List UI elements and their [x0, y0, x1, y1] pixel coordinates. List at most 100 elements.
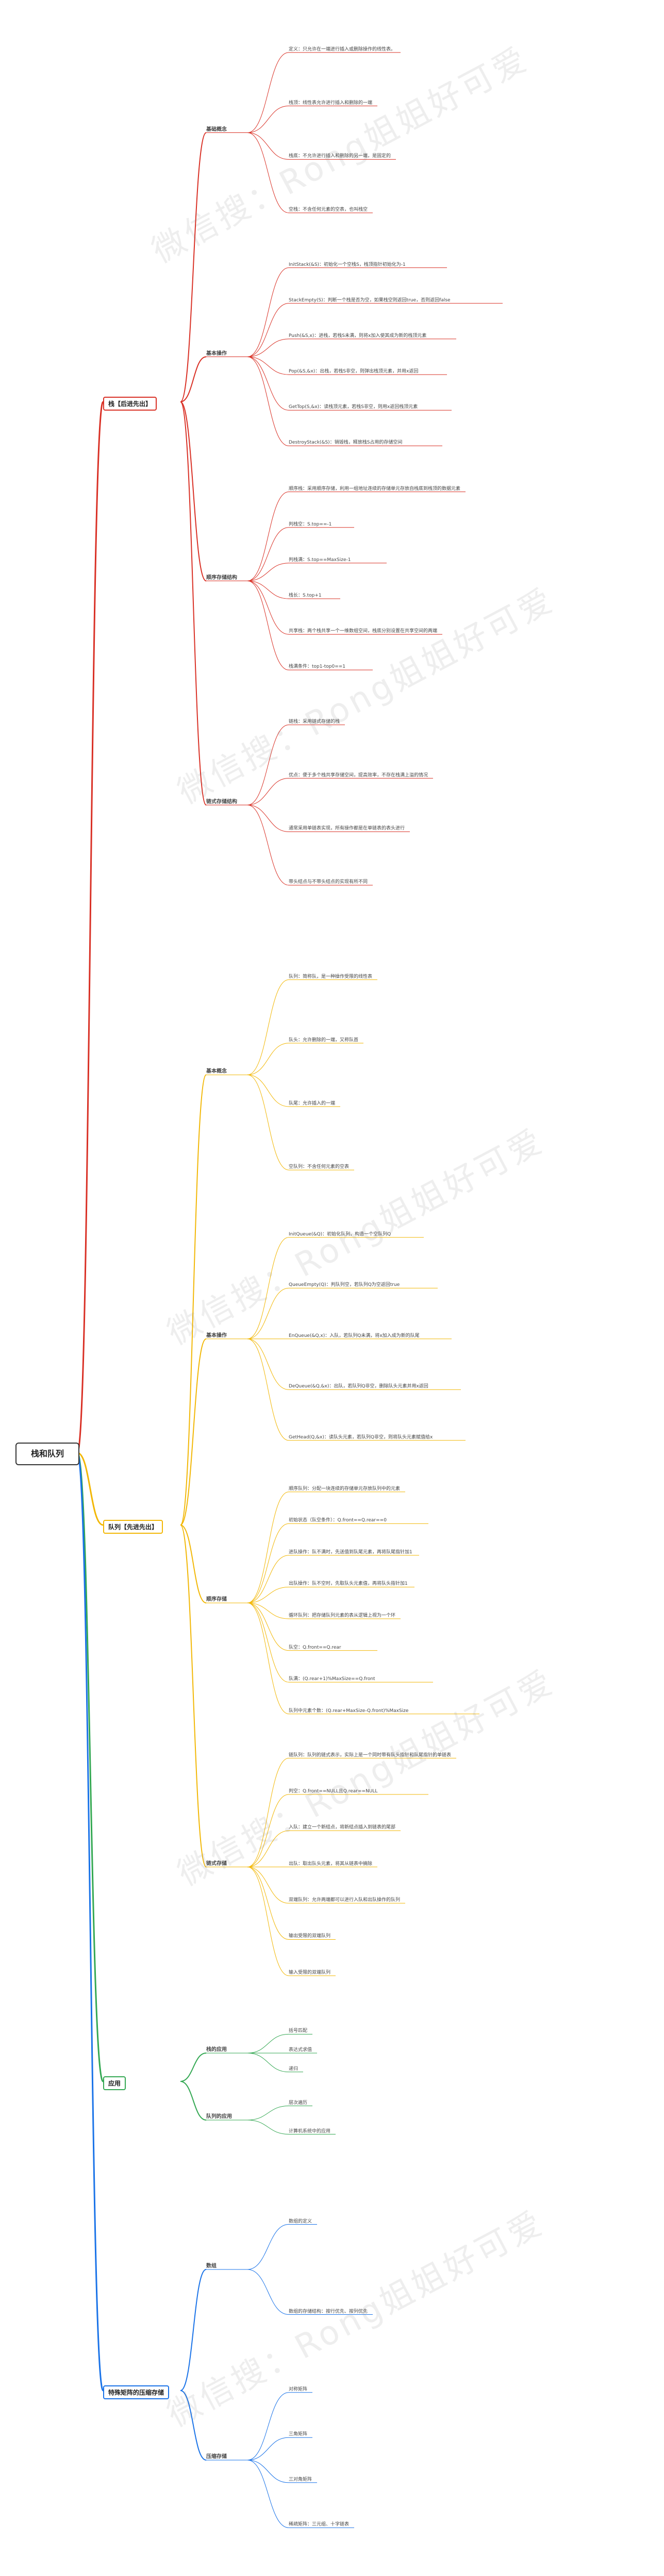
link-line: [247, 357, 289, 446]
link-line: [247, 1830, 289, 1868]
link-line: [247, 1867, 289, 1940]
link-line: [247, 2224, 289, 2270]
section-special-0: 数组: [206, 2263, 217, 2269]
link-line: [247, 581, 289, 670]
link-line: [76, 1452, 104, 2392]
link-line: [180, 1074, 207, 1526]
leaf-queue-2-1: 初始状态（队空条件）：Q.front==Q.rear==0: [289, 1518, 387, 1523]
leaf-stack-2-3: 栈长：S.top+1: [289, 593, 322, 599]
section-apply-1: 队列的应用: [206, 2114, 232, 2120]
leaf-queue-2-2: 进队操作：队不满时，先送值到队尾元素，再将队尾指针加1: [289, 1549, 412, 1555]
leaf-stack-2-4: 共享栈：两个栈共享一个一维数组空间，栈底分别设置在共享空间的两端: [289, 629, 438, 634]
leaf-queue-0-0: 队列：简称队，是一种操作受限的线性表: [289, 974, 373, 979]
link-line: [247, 1555, 289, 1603]
link-line: [247, 492, 289, 581]
leaf-stack-2-2: 判栈满：S.top==MaxSize-1: [289, 557, 351, 563]
leaf-queue-3-2: 入队：建立一个新结点，将新结点插入到链表的尾部: [289, 1825, 396, 1831]
branch-queue: 队列【先进先出】: [103, 1520, 163, 1534]
leaf-queue-0-1: 队头：允许删除的一端，又称队首: [289, 1037, 359, 1043]
link-line: [247, 106, 289, 133]
link-line: [247, 1492, 289, 1603]
leaf-queue-2-6: 队满：(Q.rear+1)%MaxSize==Q.front: [289, 1676, 375, 1682]
leaf-stack-1-4: GetTop(S,&x)：读栈顶元素，若栈S非空，则用x返回栈顶元素: [289, 404, 418, 410]
link-line: [247, 2033, 289, 2054]
link-line: [247, 2120, 289, 2134]
link-line: [247, 338, 289, 357]
section-apply-0: 栈的应用: [206, 2047, 227, 2053]
link-line: [247, 1074, 289, 1171]
section-stack-2: 顺序存储结构: [206, 574, 237, 581]
leaf-stack-0-0: 定义：只允许在一端进行插入或删除操作的线性表。: [289, 46, 396, 52]
link-line: [247, 805, 289, 832]
leaf-stack-2-5: 栈满条件：top1-top0==1: [289, 664, 346, 670]
link-line: [180, 401, 207, 582]
leaf-special-1-3: 稀疏矩阵：三元组、十字链表: [289, 2522, 350, 2528]
leaf-special-0-1: 数组的存储结构：按行优先、按列优先: [289, 2309, 368, 2314]
leaf-queue-3-3: 出队：取出队头元素，将其从链表中摘除: [289, 1861, 373, 1867]
leaf-queue-1-3: DeQueue(&Q,&x)：出队，若队列Q非空，删除队头元素并用x返回: [289, 1384, 428, 1389]
link-line: [247, 2106, 289, 2121]
leaf-queue-1-0: InitQueue(&Q)：初始化队列，构造一个空队列Q: [289, 1231, 391, 1237]
leaf-queue-2-7: 队列中元素个数：(Q.rear+MaxSize-Q.front)%MaxSize: [289, 1708, 409, 1714]
link-line: [77, 1452, 104, 1526]
link-line: [247, 1794, 289, 1868]
link-line: [247, 303, 289, 357]
link-line: [247, 2053, 289, 2073]
link-line: [247, 1602, 289, 1619]
leaf-queue-1-2: EnQueue(&Q,x)：入队，若队列Q未满，将x加入成为新的队尾: [289, 1333, 420, 1338]
section-queue-1: 基本操作: [206, 1332, 227, 1338]
leaf-queue-1-1: QueueEmpty(Q)：判队列空，若队列Q为空返回true: [289, 1282, 400, 1288]
link-line: [247, 132, 289, 160]
leaf-stack-0-1: 栈顶：线性表允许进行插入和删除的一端: [289, 100, 373, 106]
section-stack-3: 链式存储结构: [206, 799, 237, 805]
link-line: [247, 1237, 289, 1340]
link-line: [247, 2392, 289, 2461]
link-line: [247, 267, 289, 357]
link-line: [247, 1523, 289, 1603]
leaf-apply-1-1: 计算机系统中的应用: [289, 2128, 331, 2134]
link-line: [247, 1287, 289, 1340]
link-line: [247, 2437, 289, 2461]
link-line: [247, 979, 289, 1075]
leaf-stack-1-5: DestroyStack(&S)：销毁栈，释放栈S占用的存储空间: [289, 440, 403, 446]
leaf-stack-1-2: Push(&S,x)：进栈，若栈S未满，则将x加入使其成为新的栈顶元素: [289, 333, 427, 338]
leaf-special-0-0: 数组的定义: [289, 2218, 312, 2224]
leaf-queue-2-4: 循环队列：把存储队列元素的表从逻辑上视为一个环: [289, 1613, 396, 1619]
link-line: [247, 1758, 289, 1868]
leaf-special-1-0: 对称矩阵: [289, 2386, 308, 2392]
link-line: [247, 1074, 289, 1107]
leaf-stack-2-0: 顺序栈：采用顺序存储，利用一组地址连续的存储单元存放自栈底到栈顶的数据元素: [289, 486, 461, 492]
link-line: [247, 1867, 289, 1904]
leaf-stack-3-0: 链栈：采用链式存储的栈: [289, 719, 340, 724]
leaf-queue-3-0: 链队列：队列的链式表示，实际上是一个同时带有队头指针和队尾指针的单链表: [289, 1752, 452, 1758]
section-stack-1: 基本操作: [206, 350, 227, 357]
link-line: [247, 2460, 289, 2483]
leaf-queue-3-1: 判空：Q.front==NULL且Q.rear==NULL: [289, 1789, 378, 1794]
link-line: [247, 724, 289, 805]
leaf-stack-3-3: 带头结点与不带头结点的实现有所不同: [289, 879, 368, 885]
link-line: [247, 581, 289, 599]
leaf-queue-3-4: 双端队列：允许两端都可以进行入队和出队操作的队列: [289, 1897, 401, 1903]
link-line: [247, 2269, 289, 2315]
leaf-apply-0-1: 表达式求值: [289, 2047, 312, 2053]
leaf-apply-0-0: 括号匹配: [289, 2028, 308, 2034]
link-line: [180, 2390, 207, 2461]
section-queue-0: 基本概念: [206, 1069, 227, 1075]
leaf-stack-1-3: Pop(&S,&x)：出栈，若栈S非空，则弹出栈顶元素，并用x返回: [289, 369, 419, 375]
link-line: [180, 1338, 207, 1526]
leaf-apply-0-2: 递归: [289, 2066, 298, 2072]
link-line: [180, 401, 207, 806]
leaf-special-1-2: 三对角矩阵: [289, 2477, 312, 2482]
leaf-special-1-1: 三角矩阵: [289, 2432, 308, 2437]
leaf-stack-1-1: StackEmpty(S)：判断一个栈是否为空，如果栈空则返回true，否则返回…: [289, 297, 451, 303]
leaf-stack-0-3: 空栈：不含任何元素的空表，也叫栈空: [289, 207, 368, 213]
link-line: [180, 1524, 207, 1604]
link-line: [76, 1452, 104, 2082]
leaf-queue-0-2: 队尾：允许插入的一端: [289, 1100, 336, 1106]
link-line: [247, 52, 289, 133]
leaf-apply-1-0: 层次遍历: [289, 2100, 308, 2106]
link-line: [180, 2053, 207, 2082]
link-line: [180, 2269, 207, 2391]
link-line: [247, 1338, 289, 1441]
